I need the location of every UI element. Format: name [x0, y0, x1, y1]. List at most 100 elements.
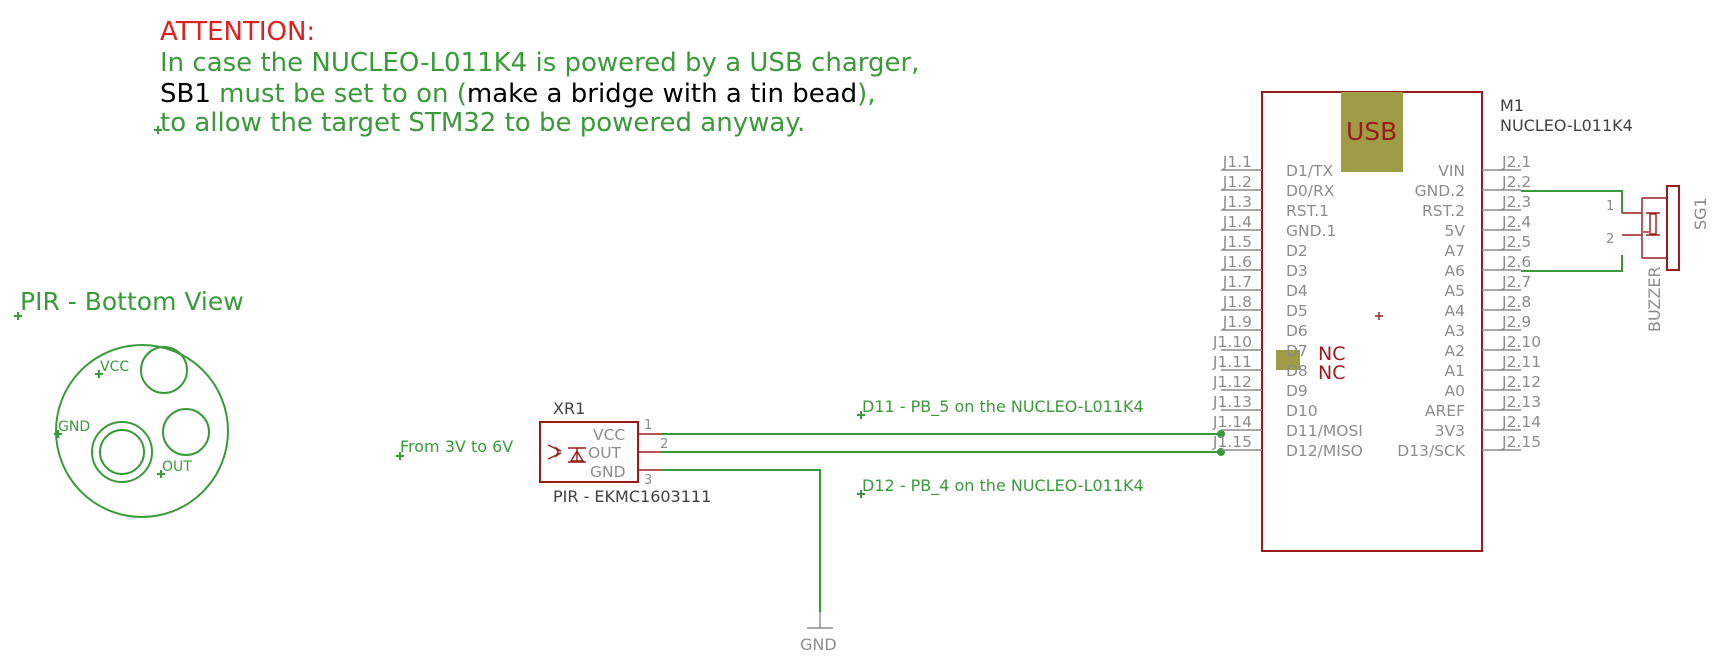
nucleo-right-pin-name: D13/SCK — [1397, 442, 1466, 460]
pir-body-outline — [55, 344, 229, 518]
origin-mark — [14, 312, 22, 320]
pir-value: PIR - EKMC1603111 — [553, 487, 711, 506]
nucleo-left-pin-number: J1.14 — [1212, 413, 1252, 431]
net-gnd — [662, 469, 821, 612]
origin-mark — [857, 490, 865, 498]
nucleo-right-pin-name: A3 — [1445, 322, 1465, 340]
nucleo-right-pin-number: J2.8 — [1501, 293, 1531, 311]
net-buzzer-gnd — [1521, 190, 1623, 213]
nucleo-left-pin-number: J1.4 — [1222, 213, 1252, 231]
pir-pad-gnd-outer — [91, 421, 153, 483]
nucleo-right-pin-number: J2.13 — [1501, 393, 1541, 411]
pir-view-title: PIR - Bottom View — [20, 287, 244, 316]
nucleo-right-pin-name: AREF — [1425, 402, 1465, 420]
usb-label: USB — [1346, 117, 1397, 146]
buzzer-icon — [1641, 185, 1680, 271]
nucleo-left-pin-number: J1.3 — [1222, 193, 1252, 211]
pir-pin-gnd: GND — [590, 463, 626, 481]
note-line-2-d: ), — [857, 79, 875, 109]
net-label-d11: D11 - PB_5 on the NUCLEO-L011K4 — [862, 397, 1144, 417]
nucleo-left-pin-name: D1/TX — [1286, 162, 1333, 180]
nets: D11 - PB_5 on the NUCLEO-L011K4 D12 - PB… — [662, 397, 1225, 654]
origin-mark — [95, 370, 103, 378]
nucleo-left-pin-number: J1.11 — [1212, 353, 1252, 371]
net-buzzer-a6 — [1521, 255, 1623, 272]
pir-pin-num-1: 1 — [644, 418, 652, 433]
nucleo-right-pin-number: J2.12 — [1501, 373, 1541, 391]
nucleo-left-pin-number: J1.5 — [1222, 233, 1252, 251]
nucleo-left-pin-number: J1.15 — [1212, 433, 1252, 451]
pir-ref: XR1 — [553, 399, 585, 418]
nucleo-right-pin-number: J2.7 — [1501, 273, 1531, 291]
nucleo-right-pin-number: J2.9 — [1501, 313, 1531, 331]
nucleo-value: NUCLEO-L011K4 — [1500, 116, 1633, 135]
pir-pad-out — [162, 408, 210, 456]
pir-bottom-view: PIR - Bottom View VCC GND OUT — [14, 287, 244, 518]
note-heading: ATTENTION: — [160, 17, 315, 47]
nucleo-left-pin-name: D6 — [1286, 322, 1308, 340]
note-line-2-b: must be set to on ( — [211, 79, 467, 109]
pir-view-out-label: OUT — [162, 459, 192, 475]
nucleo-right-pin-name: A2 — [1445, 342, 1465, 360]
nucleo-left-pin-number: J1.10 — [1212, 333, 1252, 351]
pyro-icon — [547, 444, 586, 463]
nucleo-right-pin-number: J2.5 — [1501, 233, 1531, 251]
nucleo-right-pin-name: A6 — [1445, 262, 1465, 280]
origin-mark — [857, 411, 865, 419]
nucleo-left-pin-name: D0/RX — [1286, 182, 1335, 200]
nucleo-left-pin-number: J1.6 — [1222, 253, 1252, 271]
net-label-d12: D12 - PB_4 on the NUCLEO-L011K4 — [862, 476, 1144, 496]
supply-note: From 3V to 6V — [400, 437, 513, 456]
junction-d11 — [1217, 430, 1225, 438]
buzzer-leads — [1622, 212, 1642, 236]
nucleo-left-pin-number: J1.7 — [1222, 273, 1252, 291]
nucleo-right-pin-number: J2.6 — [1501, 253, 1531, 271]
nucleo-left-pin-number: J1.9 — [1222, 313, 1252, 331]
gnd-symbol — [807, 612, 833, 629]
nucleo-left-pin-name: D3 — [1286, 262, 1308, 280]
note-sb1: SB1 — [160, 79, 211, 109]
origin-mark — [154, 126, 162, 134]
nc-label-d8: NC — [1318, 362, 1345, 384]
nucleo-left-pin-name: D5 — [1286, 302, 1308, 320]
nucleo-right-pin-number: J2.15 — [1501, 433, 1541, 451]
pir-view-vcc-label: VCC — [100, 359, 129, 375]
note-line-2-c: make a bridge with a tin bead — [467, 79, 857, 109]
nucleo-right-pin-number: J2.4 — [1501, 213, 1531, 231]
origin-mark — [54, 430, 62, 438]
nucleo-right-pin-number: J2.14 — [1501, 413, 1541, 431]
nucleo-right-pin-number: J2.2 — [1501, 173, 1531, 191]
nucleo-left-pin-name: D4 — [1286, 282, 1308, 300]
nc-label-d7: NC — [1318, 343, 1345, 365]
nucleo-left-pin-name: D11/MOSI — [1286, 422, 1363, 440]
gnd-label: GND — [800, 635, 837, 654]
pir-pad-gnd-inner — [99, 429, 145, 475]
pir-pin-vcc: VCC — [593, 426, 625, 444]
nucleo-left-pin-name: D8 — [1286, 362, 1308, 380]
nucleo-left-pin-number: J1.13 — [1212, 393, 1252, 411]
buzzer-sg1: 1 2 SG1 BUZZER — [1521, 185, 1710, 332]
nucleo-right-pin-name: A7 — [1445, 242, 1465, 260]
pir-view-gnd-label: GND — [58, 419, 90, 435]
center-mark — [1375, 312, 1383, 320]
nucleo-right-pin-name: VIN — [1438, 162, 1465, 180]
note-line-3: to allow the target STM32 to be powered … — [160, 108, 805, 138]
pir-pin-num-3: 3 — [644, 473, 652, 488]
nucleo-right-pin-name: RST.2 — [1422, 202, 1465, 220]
nucleo-right-pin-number: J2.10 — [1501, 333, 1541, 351]
origin-mark — [157, 470, 165, 478]
nucleo-right-pin-name: A5 — [1445, 282, 1465, 300]
origin-mark — [396, 452, 404, 460]
nucleo-right-pin-name: 5V — [1445, 222, 1466, 240]
nucleo-left-pin-number: J1.12 — [1212, 373, 1252, 391]
note-line-2: SB1 must be set to on (make a bridge wit… — [160, 79, 876, 109]
attention-note: ATTENTION: In case the NUCLEO-L011K4 is … — [154, 17, 919, 138]
nucleo-left-pin-name: D12/MISO — [1286, 442, 1363, 460]
nc-pad — [1276, 350, 1300, 370]
nucleo-right-pin-name: A4 — [1445, 302, 1465, 320]
buzzer-value: BUZZER — [1645, 266, 1664, 332]
nucleo-right-pin-name: GND.2 — [1415, 182, 1465, 200]
